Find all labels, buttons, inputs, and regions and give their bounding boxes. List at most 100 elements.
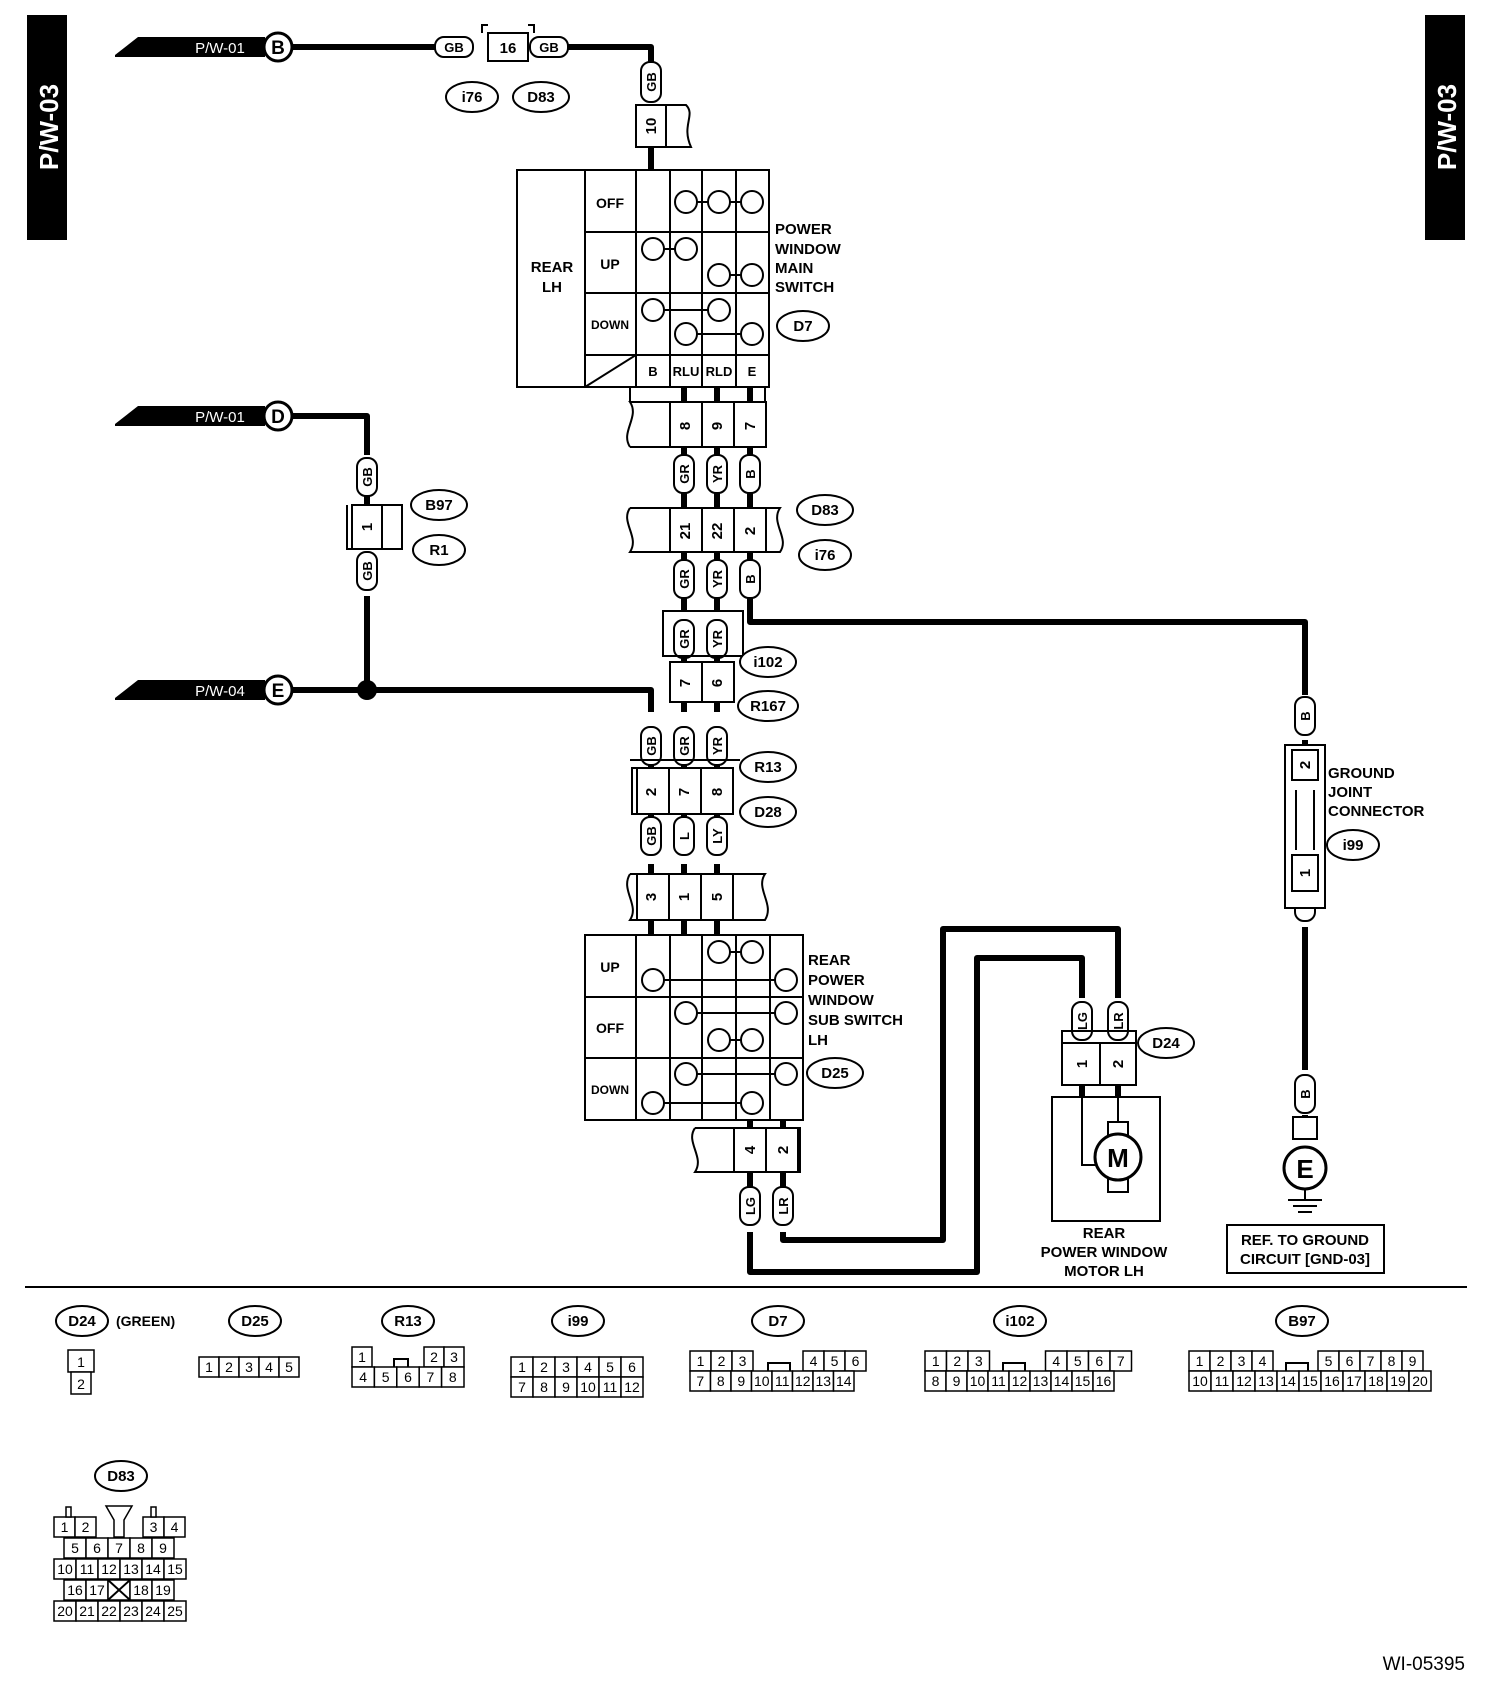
motor-symbol: M xyxy=(1107,1143,1129,1173)
pin-number: 16 xyxy=(1096,1373,1112,1389)
pin-number: 6 xyxy=(404,1369,412,1385)
pin-number: 17 xyxy=(89,1582,105,1598)
pin-cell: 3 xyxy=(967,1350,991,1372)
pin-number: 2 xyxy=(718,1353,726,1369)
pin-number: 14 xyxy=(836,1373,852,1389)
wire-tag: YR xyxy=(706,619,728,659)
pin-number: 14 xyxy=(1280,1373,1296,1389)
connector-view-label: D7 xyxy=(751,1305,805,1337)
junction-dot xyxy=(357,680,377,700)
svg-text:6: 6 xyxy=(709,679,726,687)
svg-text:2: 2 xyxy=(1110,1060,1127,1068)
pin-cell: 20 xyxy=(53,1600,77,1622)
motor-label-3: MOTOR LH xyxy=(1064,1263,1144,1280)
d24-note: (GREEN) xyxy=(116,1313,175,1329)
svg-text:7: 7 xyxy=(742,422,759,430)
wire-tag: GB xyxy=(640,61,662,103)
power-window-main-switch: REAR LH OFF UP DOWN B RLU RLD E POWER WI… xyxy=(516,169,842,388)
connector-label-b97: B97 xyxy=(410,489,468,521)
connector-view-label-text: B97 xyxy=(1288,1313,1316,1330)
wire-tag: LG xyxy=(1071,1001,1093,1041)
offpage-ref-b-letter: B xyxy=(271,38,285,59)
pin-cell: 14 xyxy=(1050,1370,1073,1392)
pin-number: 16 xyxy=(1324,1373,1340,1389)
svg-text:B: B xyxy=(743,574,758,583)
pin-cell: 7 xyxy=(1359,1350,1382,1372)
pin-number: 12 xyxy=(795,1373,811,1389)
svg-text:B97: B97 xyxy=(425,497,453,514)
pin-cell: 10 xyxy=(1188,1370,1212,1392)
pin-cell: 12 xyxy=(1232,1370,1256,1392)
svg-text:B: B xyxy=(743,469,758,478)
pin-number: 12 xyxy=(624,1379,640,1395)
wire-tag: B xyxy=(739,559,761,599)
pin-cell: 4 xyxy=(1044,1350,1068,1372)
pin-number: 6 xyxy=(852,1353,860,1369)
connector-label-i76-b: i76 xyxy=(798,539,852,571)
pin-number: 7 xyxy=(1367,1353,1375,1369)
side-tab-left-text: P/W-03 xyxy=(34,84,64,170)
svg-text:GB: GB xyxy=(644,72,659,92)
pin-number: 6 xyxy=(1346,1353,1354,1369)
pin-number: 5 xyxy=(831,1353,839,1369)
wire-e-bus xyxy=(290,687,654,712)
wire-tag: GB xyxy=(356,551,378,591)
pin-cell: 11 xyxy=(987,1370,1010,1392)
svg-text:10: 10 xyxy=(643,118,660,135)
pin-cell: 1 xyxy=(53,1516,76,1538)
pin-number: 4 xyxy=(1052,1353,1060,1369)
svg-text:YR: YR xyxy=(710,629,725,648)
main-switch-row-up: UP xyxy=(600,256,619,272)
pin-number: 13 xyxy=(1258,1373,1274,1389)
pin-cell: 16 xyxy=(1092,1370,1115,1392)
connector-view-label-text: D24 xyxy=(68,1313,96,1330)
connector-21-22-2: 21 22 2 xyxy=(626,507,784,553)
pin-number: 5 xyxy=(382,1369,390,1385)
pin-cell: 9 xyxy=(1401,1350,1424,1372)
svg-text:YR: YR xyxy=(710,569,725,588)
svg-text:2: 2 xyxy=(1297,761,1314,769)
side-tab-right-text: P/W-03 xyxy=(1432,84,1462,170)
wire-tag: GR xyxy=(673,619,695,659)
pin-cell: 11 xyxy=(1210,1370,1234,1392)
pin-cell: 24 xyxy=(141,1600,165,1622)
pin-cell: 15 xyxy=(163,1558,187,1580)
pin-number: 10 xyxy=(57,1561,73,1577)
wire-tag: GB xyxy=(529,36,569,58)
pin-number: 4 xyxy=(265,1359,273,1375)
pin-cell: 6 xyxy=(396,1366,420,1388)
ground-ref-line-1: REF. TO GROUND xyxy=(1241,1232,1369,1249)
pin-cell: 15 xyxy=(1298,1370,1322,1392)
connector-2-7-8: 2 7 8 xyxy=(630,759,740,815)
connector-8-9-7: 8 9 7 xyxy=(626,359,767,448)
pin-number: 19 xyxy=(1390,1373,1406,1389)
pin-cell: 16 xyxy=(1320,1370,1344,1392)
pin-cell: 19 xyxy=(1386,1370,1410,1392)
pin-number: 1 xyxy=(77,1354,85,1370)
pin-cell: 1 xyxy=(924,1350,948,1372)
offpage-ref-b: P/W-01 B xyxy=(115,31,294,63)
pin-number: 13 xyxy=(123,1561,139,1577)
pin-number: 1 xyxy=(518,1359,526,1375)
pin-number: 7 xyxy=(1117,1353,1125,1369)
main-switch-term-e: E xyxy=(748,364,757,379)
pin-cell: 1 xyxy=(198,1356,220,1378)
sub-switch-label-2: POWER xyxy=(808,972,865,989)
connector-view-label: R13 xyxy=(381,1305,435,1337)
wire-tag: YR xyxy=(706,454,728,494)
pin-cell: 3 xyxy=(554,1356,578,1378)
wire-d-feed xyxy=(290,413,370,455)
main-switch-label-2: WINDOW xyxy=(775,241,842,258)
pin-number: 7 xyxy=(427,1369,435,1385)
pin-number: 5 xyxy=(1325,1353,1333,1369)
wire-motor-lr xyxy=(780,926,1121,1243)
wire-tag: LY xyxy=(706,816,728,856)
pin-number: 10 xyxy=(1192,1373,1208,1389)
offpage-ref-d: P/W-01 D xyxy=(115,400,294,432)
svg-text:5: 5 xyxy=(709,893,726,901)
pin-cell: 7 xyxy=(418,1366,443,1388)
latch xyxy=(1285,1362,1309,1371)
pin-cell: 9 xyxy=(151,1537,175,1559)
svg-text:D83: D83 xyxy=(811,502,839,519)
